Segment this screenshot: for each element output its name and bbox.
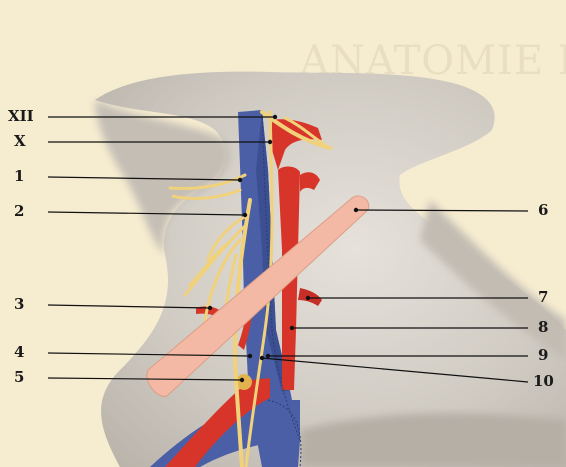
label-5: 5	[14, 369, 24, 385]
label-7: 7	[538, 289, 548, 305]
label-xii: XII	[8, 108, 34, 124]
label-x: X	[14, 133, 26, 149]
label-4: 4	[14, 344, 24, 360]
label-3: 3	[14, 296, 24, 312]
label-1: 1	[14, 168, 24, 184]
label-2: 2	[14, 203, 24, 219]
label-9: 9	[538, 347, 548, 363]
label-10: 10	[533, 373, 554, 389]
label-8: 8	[538, 319, 548, 335]
label-6: 6	[538, 202, 548, 218]
